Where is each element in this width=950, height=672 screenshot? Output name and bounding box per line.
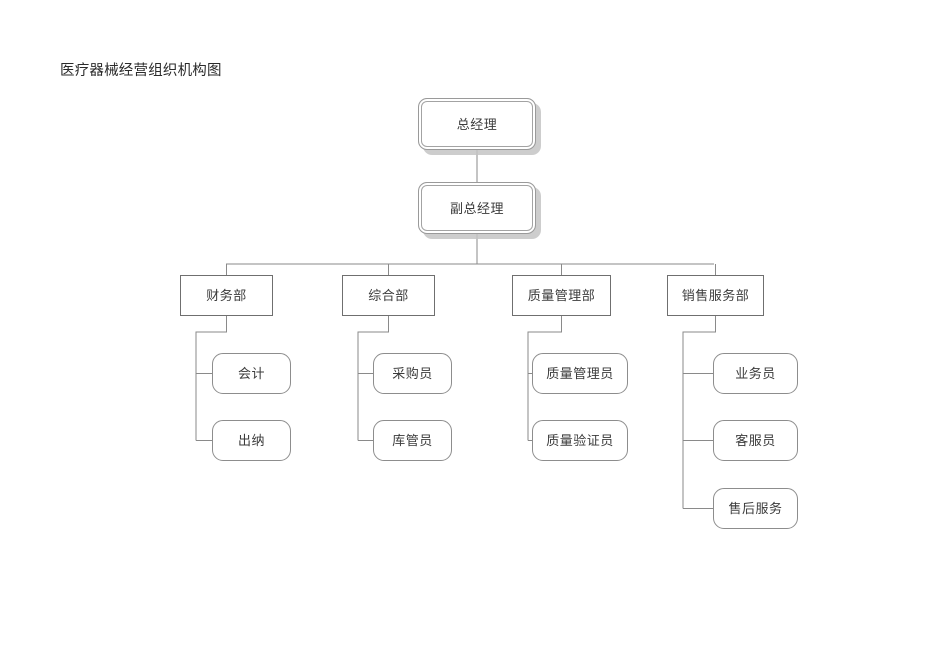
edge-spine-sales xyxy=(682,316,717,509)
org-node-warehouse: 库管员 xyxy=(373,420,452,461)
org-node-label: 采购员 xyxy=(392,366,433,381)
org-node-label: 会计 xyxy=(237,366,265,381)
org-node-cs_agent: 客服员 xyxy=(713,420,798,461)
org-node-label: 质量管理员 xyxy=(546,366,614,381)
org-node-label: 出纳 xyxy=(237,433,265,448)
org-node-qm_officer: 质量管理员 xyxy=(532,353,628,394)
org-node-cashier: 出纳 xyxy=(212,420,291,461)
page-title: 医疗器械经营组织机构图 xyxy=(60,63,222,79)
org-node-salesperson: 业务员 xyxy=(713,353,798,394)
org-node-accountant: 会计 xyxy=(212,353,291,394)
org-node-purchaser: 采购员 xyxy=(373,353,452,394)
org-node-label: 综合部 xyxy=(368,288,409,303)
org-node-label: 客服员 xyxy=(735,433,776,448)
org-node-label: 销售服务部 xyxy=(681,288,750,303)
org-node-after_sales: 售后服务 xyxy=(713,488,798,529)
org-node-gm: 总经理 xyxy=(418,98,536,150)
org-node-label: 财务部 xyxy=(206,288,247,303)
org-node-label: 售后服务 xyxy=(728,501,783,516)
org-node-label: 业务员 xyxy=(735,366,776,381)
org-node-general: 综合部 xyxy=(342,275,435,316)
org-node-qm_validator: 质量验证员 xyxy=(532,420,628,461)
org-node-label: 质量验证员 xyxy=(546,433,614,448)
org-node-label: 库管员 xyxy=(392,433,433,448)
org-node-sales: 销售服务部 xyxy=(667,275,764,316)
org-node-label: 质量管理部 xyxy=(527,288,596,303)
org-node-deputy_gm: 副总经理 xyxy=(418,182,536,234)
org-node-quality: 质量管理部 xyxy=(512,275,611,316)
org-node-label: 总经理 xyxy=(456,116,498,132)
org-node-finance: 财务部 xyxy=(180,275,273,316)
org-node-label: 副总经理 xyxy=(449,200,504,216)
